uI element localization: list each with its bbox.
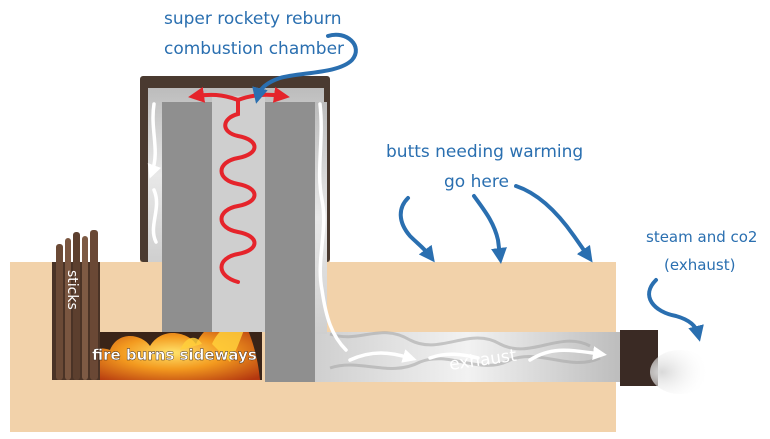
steam-puff — [650, 350, 710, 394]
fire — [66, 319, 260, 380]
exhaust-down-channel — [315, 102, 327, 334]
chamber-label-line2: combustion chamber — [164, 39, 344, 59]
butts-label-line1: butts needing warming — [386, 142, 583, 162]
fire-flame-tips — [180, 324, 244, 362]
sticks-bundle — [56, 230, 98, 380]
butts-label-line2: go here — [444, 172, 509, 192]
steam-arrow — [647, 278, 704, 342]
butts-arrow-1 — [398, 196, 435, 263]
steam-label-line2: (exhaust) — [664, 256, 735, 274]
sticks-label: sticks — [64, 270, 80, 310]
heat-riser-core — [212, 96, 265, 332]
flow-arrows — [147, 102, 607, 363]
butts-arrow-2 — [472, 194, 507, 264]
chamber-arrow — [252, 32, 358, 104]
butts-arrow-3 — [514, 184, 593, 263]
heat-riser-right-wall — [265, 102, 315, 382]
annotation-arrows — [252, 32, 704, 342]
fire-label: fire burns sideways — [92, 346, 257, 364]
steam-label-line1: steam and co2 — [646, 228, 757, 246]
chamber-label-line1: super rockety reburn — [164, 9, 342, 29]
heat-riser-left-wall — [162, 102, 212, 332]
